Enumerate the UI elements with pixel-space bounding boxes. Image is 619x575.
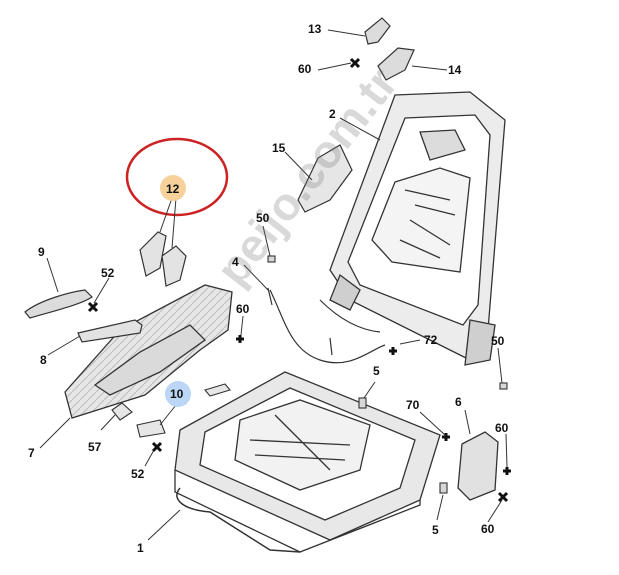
trim-covers-part-12 <box>139 231 187 287</box>
part-label-72: 72 <box>424 333 438 347</box>
headrest-covers <box>364 17 415 81</box>
part-label-10: 10 <box>170 387 184 401</box>
part-label-50-left: 50 <box>256 211 270 225</box>
part-label-2: 2 <box>329 107 336 121</box>
lumbar-pad <box>297 144 353 213</box>
part-label-13: 13 <box>308 22 322 36</box>
part-label-60-mid: 60 <box>236 302 250 316</box>
recliner-cables <box>267 287 386 364</box>
part-label-52-top: 52 <box>101 266 115 280</box>
part-label-1: 1 <box>137 541 144 555</box>
seat-cushion-frame <box>174 371 441 553</box>
part-label-57: 57 <box>88 440 102 454</box>
side-shield <box>64 284 233 419</box>
part-label-8: 8 <box>40 353 47 367</box>
part-label-5: 5 <box>373 364 380 378</box>
fasteners <box>267 255 508 494</box>
height-handle <box>77 319 143 343</box>
part-label-4: 4 <box>232 255 239 269</box>
seat-back-frame <box>329 91 506 366</box>
part-label-60-bottom: 60 <box>481 522 495 536</box>
part-label-60-right: 60 <box>495 421 509 435</box>
part-label-7: 7 <box>28 446 35 460</box>
part-label-60-top: 60 <box>298 62 312 76</box>
part-label-52-bottom: 52 <box>131 467 145 481</box>
cross-markers <box>87 57 511 503</box>
badge-part-12 <box>160 175 186 201</box>
recline-lever <box>24 289 93 319</box>
part-label-15: 15 <box>272 141 286 155</box>
part-label-70: 70 <box>406 398 420 412</box>
part-label-9: 9 <box>38 245 45 259</box>
right-side-cover <box>457 431 499 501</box>
part-label-5-bottom: 5 <box>432 523 439 537</box>
badge-part-10 <box>165 381 191 407</box>
part-label-14: 14 <box>448 63 462 77</box>
part-label-6: 6 <box>455 395 462 409</box>
highlight-ellipse <box>125 137 229 217</box>
part-label-12: 12 <box>166 182 180 196</box>
small-parts <box>111 383 231 438</box>
part-label-50-right: 50 <box>491 334 505 348</box>
